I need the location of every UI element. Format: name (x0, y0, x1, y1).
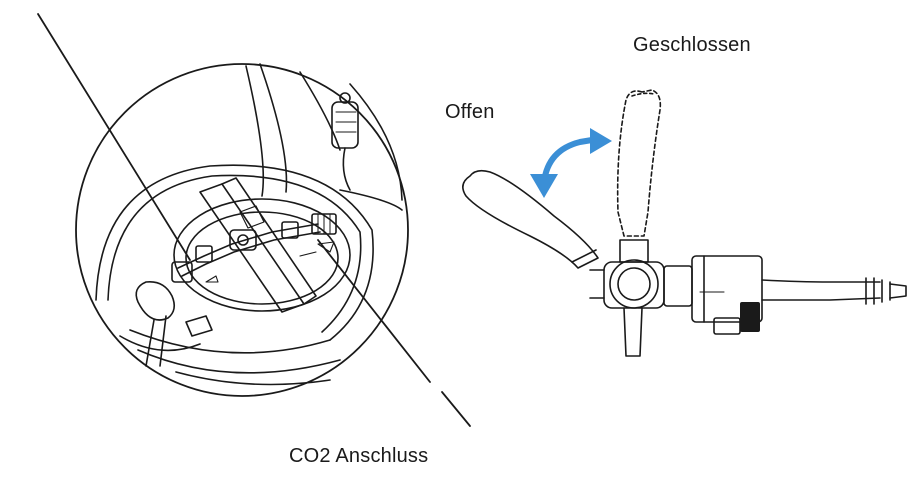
valve-assembly (462, 89, 907, 357)
leader-line-co2-lower (441, 391, 471, 427)
gas-tube (761, 279, 881, 283)
regulator-fitting (229, 229, 257, 251)
leader-line-top (37, 13, 191, 261)
label-closed: Geschlossen (633, 34, 751, 56)
cross-bracket (199, 183, 305, 313)
inner-opening (173, 198, 351, 312)
curved-double-arrow-icon (530, 128, 612, 198)
detail-circle (75, 63, 409, 397)
label-co2-connection: CO2 Anschluss (289, 445, 429, 467)
valve-housing (691, 255, 763, 323)
lever-open (462, 169, 599, 269)
lever-closed (616, 89, 662, 237)
leader-line-co2-upper (317, 239, 431, 383)
lid-edge (245, 65, 265, 197)
keg-rim-outer (95, 164, 374, 341)
lever-handle (135, 280, 176, 321)
keg-detail-view (75, 63, 409, 397)
tube-fitting (865, 277, 891, 305)
label-open: Offen (445, 101, 495, 123)
outlet-stem (623, 307, 643, 357)
